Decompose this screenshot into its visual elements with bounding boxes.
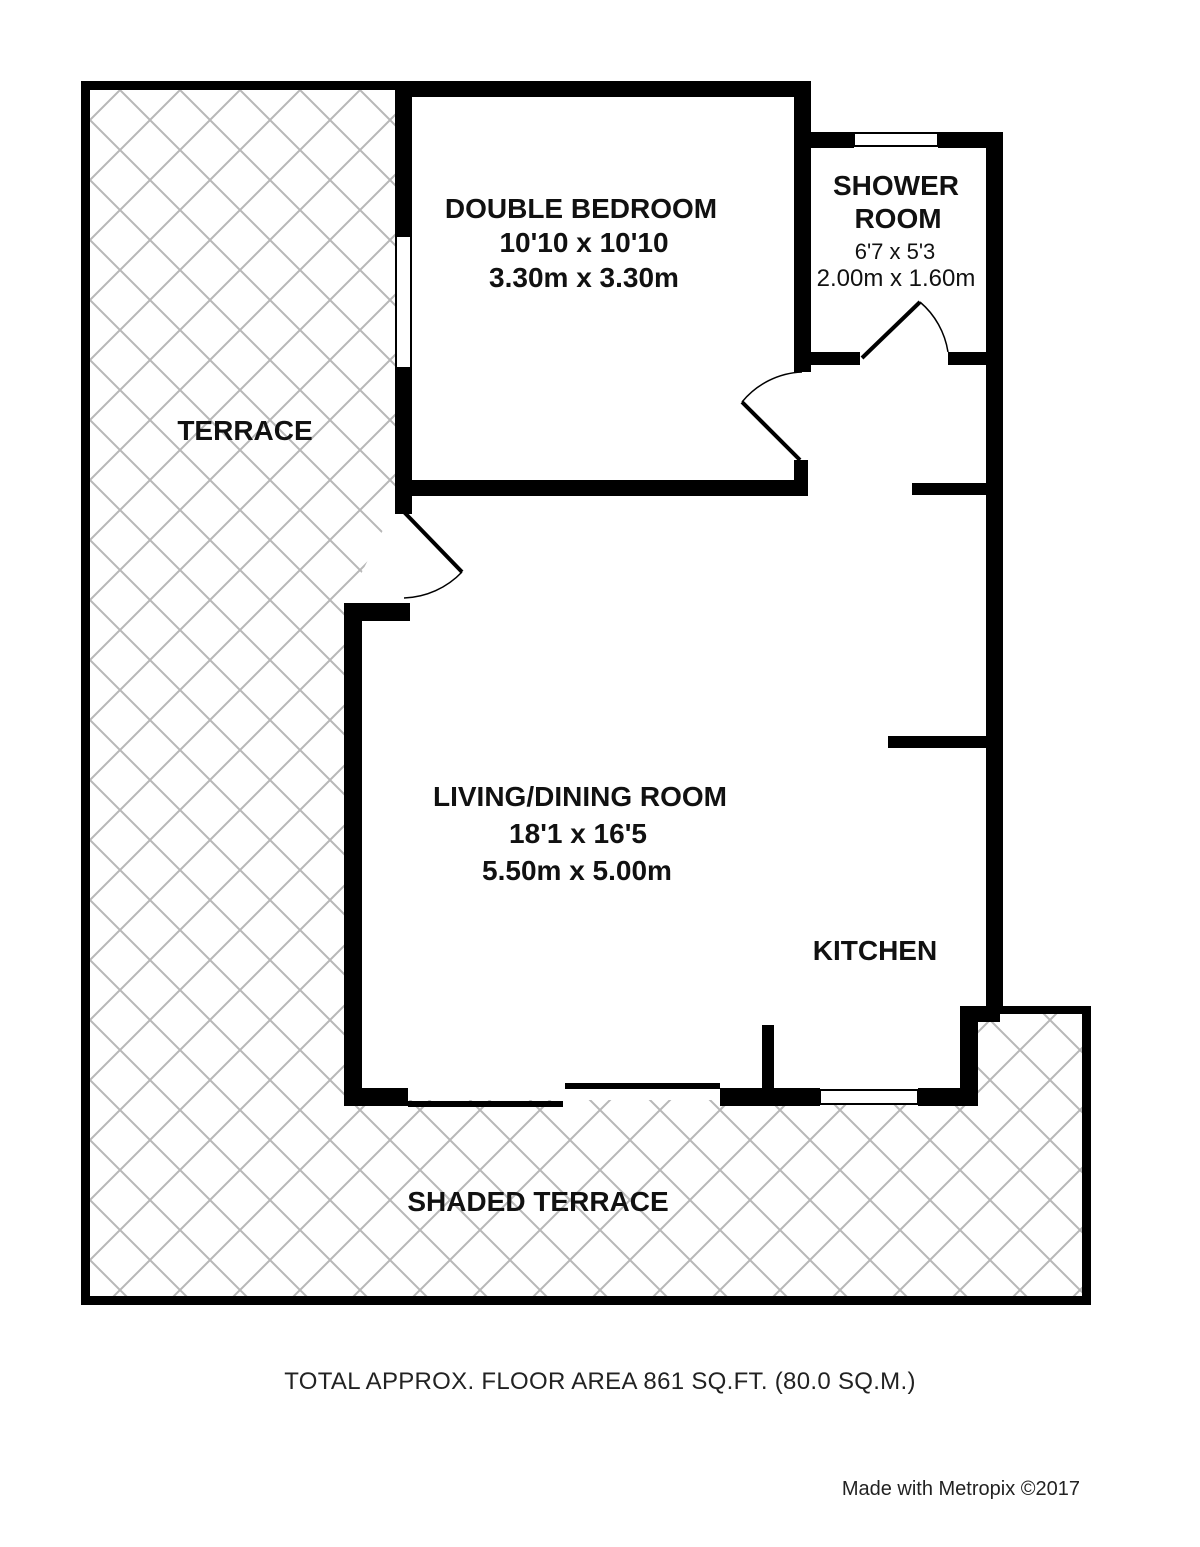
kitchen-window — [819, 1089, 919, 1105]
bedroom-size-metric: 3.30m x 3.30m — [489, 262, 679, 293]
interior-walls — [344, 81, 1003, 1106]
living-size-metric: 5.50m x 5.00m — [482, 855, 672, 886]
doors — [402, 300, 949, 599]
bedroom-size-imperial: 10'10 x 10'10 — [499, 227, 668, 258]
metropix-credit: Made with Metropix ©2017 — [841, 1478, 1080, 1500]
terrace-label: TERRACE — [177, 415, 312, 446]
bedroom-name: DOUBLE BEDROOM — [445, 193, 717, 224]
shaded-terrace-label: SHADED TERRACE — [407, 1186, 668, 1217]
living-name: LIVING/DINING ROOM — [433, 781, 727, 812]
shower-name-line1: SHOWER — [833, 170, 959, 201]
living-size-imperial: 18'1 x 16'5 — [509, 818, 647, 849]
shower-name-line2: ROOM — [854, 203, 941, 234]
terrace-boundary — [81, 81, 1091, 1305]
windows — [395, 132, 939, 1105]
shower-size-metric: 2.00m x 1.60m — [817, 265, 976, 292]
shower-size-imperial: 6'7 x 5'3 — [855, 239, 936, 264]
bedroom-window — [395, 235, 412, 369]
room-labels: TERRACE DOUBLE BEDROOM 10'10 x 10'10 3.3… — [177, 170, 975, 1217]
shower-window — [853, 132, 939, 147]
total-floor-area: TOTAL APPROX. FLOOR AREA 861 SQ.FT. (80.… — [284, 1368, 916, 1395]
terrace-area — [88, 88, 1086, 1300]
sliding-doors — [408, 1083, 720, 1107]
kitchen-name: KITCHEN — [813, 935, 937, 966]
